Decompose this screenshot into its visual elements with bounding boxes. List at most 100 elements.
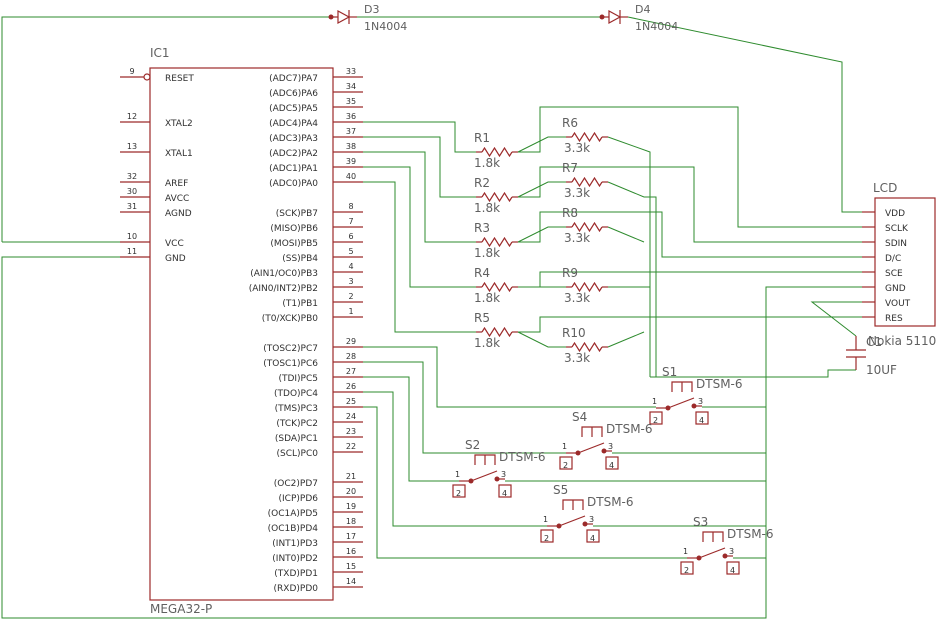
resistor-name: R1 <box>474 131 490 145</box>
resistor-value: 1.8k <box>474 291 500 305</box>
switch-value: DTSM-6 <box>587 495 634 509</box>
switch-actuator <box>667 397 695 409</box>
ic-pin-number: 33 <box>346 67 356 76</box>
wire <box>810 301 862 337</box>
wire <box>363 391 547 527</box>
wire <box>517 136 566 153</box>
resistor-name: R10 <box>562 326 586 340</box>
ic-pin-number: 24 <box>346 412 356 421</box>
ic-pin-label: (ADC2)PA2 <box>269 149 318 159</box>
ic-pin-number: 18 <box>346 517 356 526</box>
switch-contact-dot <box>696 555 702 561</box>
ic-pin-number: 32 <box>127 172 137 181</box>
diode-triangle <box>337 9 351 25</box>
switch-actuator <box>577 442 605 454</box>
switch-pin-box <box>680 561 694 575</box>
ic-pin-number: 1 <box>348 307 353 316</box>
ic-pin-label: (T1)PB1 <box>282 299 318 309</box>
wire <box>1 256 862 619</box>
ic-pin-number: 12 <box>127 112 137 121</box>
wire <box>650 369 856 378</box>
switch-pin-number: 1 <box>543 515 548 524</box>
ic-pin-label: AREF <box>165 179 188 189</box>
ic-pin-number: 37 <box>346 127 356 136</box>
switch-actuator <box>698 547 726 559</box>
lcd-value: Nokia 5110 <box>868 334 936 348</box>
switch-contact-dot <box>575 450 581 456</box>
ic-pin-label: (ADC5)PA5 <box>269 104 318 114</box>
resistor-value: 1.8k <box>474 336 500 350</box>
wire <box>363 151 476 243</box>
ic-pin-label: (ADC7)PA7 <box>269 74 318 84</box>
ic-pin-label: (MOSI)PB5 <box>270 239 318 249</box>
ic-pin-label: (SS)PB4 <box>282 254 318 264</box>
wire <box>363 406 687 559</box>
switch-pin-box <box>452 484 466 498</box>
lcd-body <box>874 197 936 327</box>
resistor-name: R6 <box>562 116 578 130</box>
ic-pin-number: 15 <box>346 562 356 571</box>
ic-pin-number: 30 <box>127 187 137 196</box>
resistor-zigzag <box>481 281 513 293</box>
junction-dot <box>599 14 605 20</box>
switch-name: S5 <box>553 483 568 497</box>
switch-contact-dot <box>582 521 588 527</box>
switch-pin-number: 3 <box>501 470 506 479</box>
switch-pin-number: 2 <box>684 566 689 575</box>
switch-pin-number: 4 <box>699 416 704 425</box>
ic-body <box>149 67 334 601</box>
switch-pin-box <box>726 561 740 575</box>
ic-pin-number: 34 <box>346 82 356 91</box>
parts: IC1MEGA32-P9RESET12XTAL213XTAL132AREF30A… <box>120 3 936 616</box>
ic-pin-number: 39 <box>346 157 356 166</box>
wire <box>363 346 656 408</box>
ic-pin-label: VCC <box>165 239 184 249</box>
diode-value: 1N4004 <box>635 20 678 33</box>
ic-pin-number: 35 <box>346 97 356 106</box>
switch-name: S3 <box>693 515 708 529</box>
lcd-pin-label: RES <box>885 314 903 324</box>
ic-pin-number: 27 <box>346 367 356 376</box>
ic-pin-number: 29 <box>346 337 356 346</box>
ic-pin-label: RESET <box>165 74 194 84</box>
switch-value: DTSM-6 <box>606 422 653 436</box>
ic-pin-label: (MISO)PB6 <box>270 224 318 234</box>
wire <box>363 376 459 482</box>
wires <box>1 16 862 619</box>
ic-pin-number: 5 <box>348 247 353 256</box>
switch-contact-dot <box>601 448 607 454</box>
switch-pin-box <box>605 456 619 470</box>
resistor-value: 1.8k <box>474 201 500 215</box>
ic-pin-number: 14 <box>346 577 356 586</box>
wire <box>518 166 862 243</box>
ic-pin-number: 19 <box>346 502 356 511</box>
wire <box>363 136 476 198</box>
ic-pin-number: 8 <box>348 202 353 211</box>
resistor-zigzag <box>481 326 513 338</box>
wire <box>517 226 566 243</box>
wire <box>607 136 651 377</box>
lcd-pin-label: SCLK <box>885 224 909 234</box>
wire <box>627 16 862 213</box>
ic-pin-label: AVCC <box>165 194 189 204</box>
switch-pin-number: 1 <box>562 442 567 451</box>
switch-pin-number: 3 <box>608 442 613 451</box>
ic-pin-number: 22 <box>346 442 356 451</box>
lcd-pin-label: D/C <box>885 254 901 264</box>
ic-pin-number: 23 <box>346 427 356 436</box>
switch-pin-number: 4 <box>590 534 595 543</box>
switch-contact-dot <box>556 523 562 529</box>
ic-pin-number: 13 <box>127 142 137 151</box>
resistor-zigzag <box>481 191 513 203</box>
switch-contact-dot <box>665 405 671 411</box>
cap-value: 10UF <box>866 363 897 377</box>
resistor-zigzag <box>481 146 513 158</box>
switch-pin-number: 4 <box>609 461 614 470</box>
diode-name: D3 <box>364 3 379 16</box>
switch-pin-number: 3 <box>589 515 594 524</box>
wire <box>363 361 566 454</box>
resistor-value: 3.3k <box>564 231 590 245</box>
resistor-zigzag <box>571 221 603 233</box>
lcd-pin-label: VOUT <box>885 299 911 309</box>
